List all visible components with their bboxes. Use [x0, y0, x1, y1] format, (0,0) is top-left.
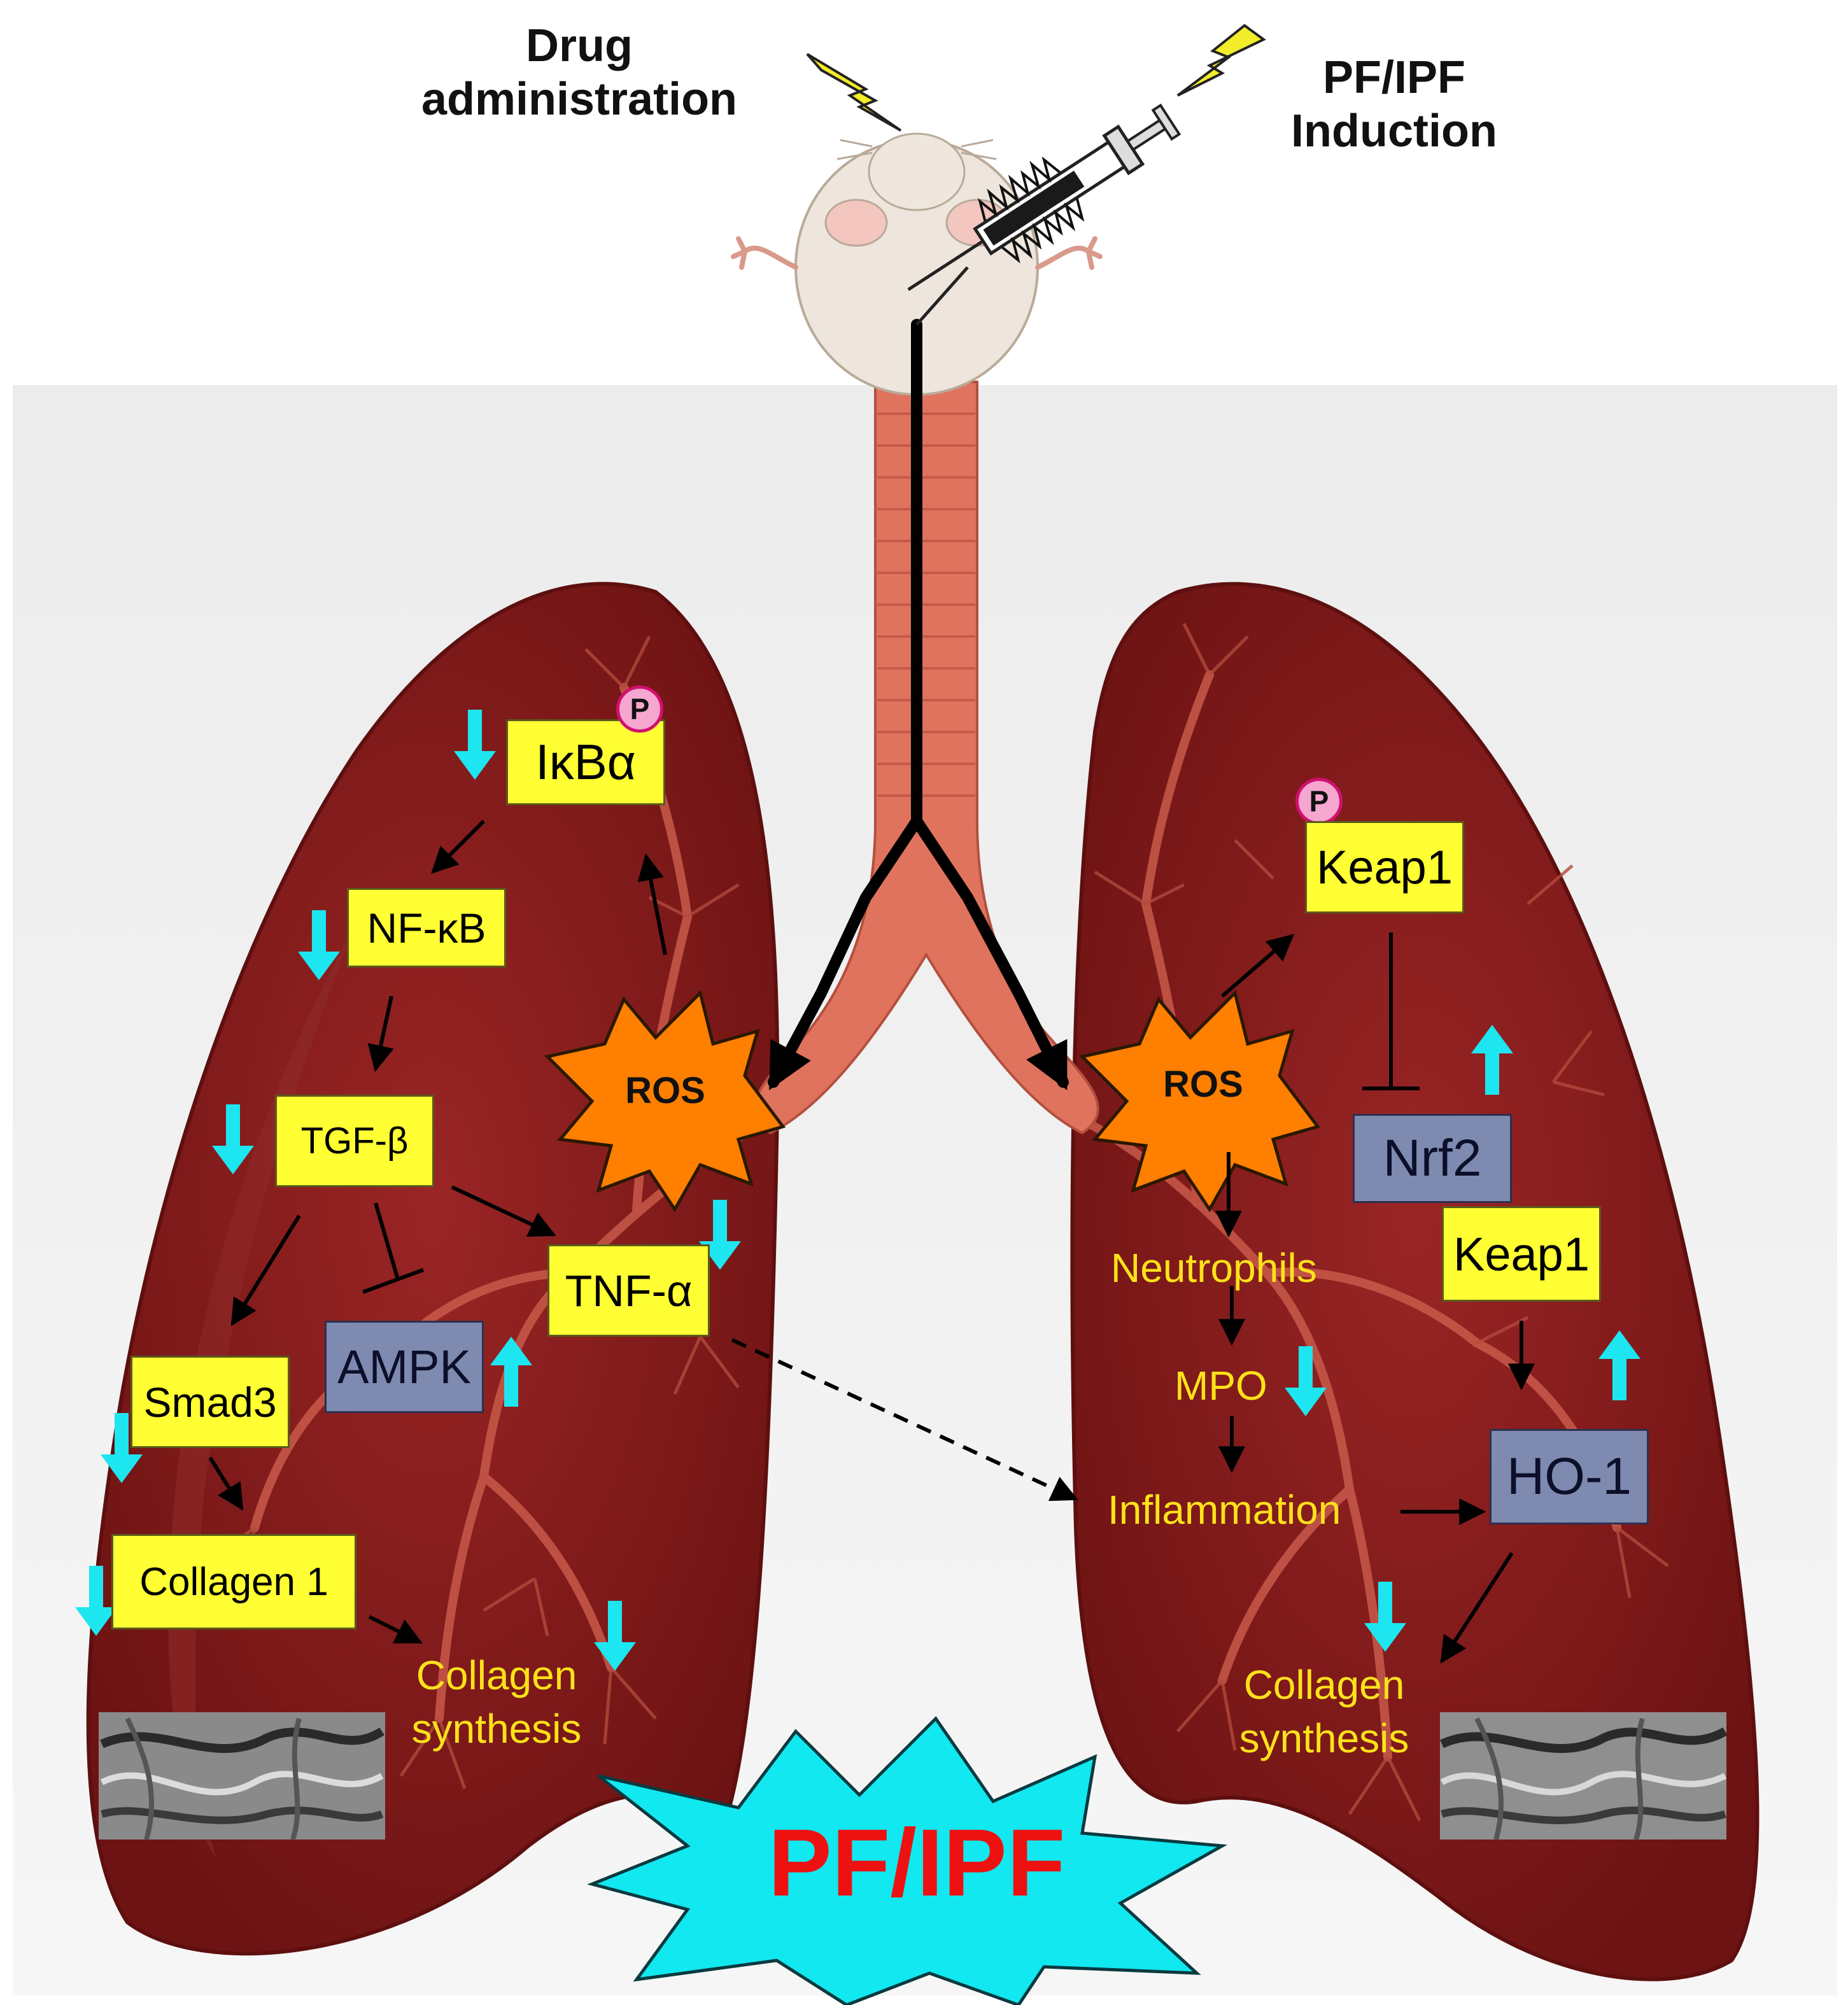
nfkb-box: NF-κB [347, 888, 506, 967]
down-arrow-icon [298, 910, 340, 980]
down-arrow-icon [594, 1601, 636, 1671]
ikba-box: IκBα [506, 719, 665, 805]
syringe-icon [907, 103, 1181, 292]
collagen-synthesis-right: Collagen synthesis [1203, 1658, 1445, 1765]
drug-administration-label: Drug administration [356, 19, 802, 126]
header-right-line1: PF/IPF [1322, 52, 1465, 103]
left-pathway-arrows [208, 819, 1078, 1644]
mpo-label: MPO [1174, 1363, 1267, 1409]
ampk-box: AMPK [325, 1321, 484, 1413]
keap1-top-box: Keap1 [1305, 821, 1464, 913]
down-arrow-icon [1364, 1582, 1406, 1652]
right-pathway-arrows [1215, 934, 1535, 1664]
keap1-inhibits-nrf2 [1362, 932, 1420, 1090]
pfipf-induction-label: PF/IPF Induction [1210, 51, 1579, 158]
lightning-icon [806, 53, 902, 132]
down-arrow-icon [1285, 1346, 1327, 1416]
tgfb-inhibits-ampk [362, 1202, 425, 1294]
histology-image-left [99, 1712, 385, 1841]
down-arrow-icon [75, 1566, 117, 1636]
collagen-synthesis-left-line1: Collagen [416, 1652, 577, 1698]
up-arrow-icon [1598, 1330, 1640, 1400]
tnfa-box: TNF-α [547, 1244, 710, 1337]
collagen-synthesis-right-line1: Collagen [1243, 1662, 1405, 1708]
ros-label-left: ROS [625, 1070, 705, 1111]
right-bronchial-twigs [1094, 623, 1669, 1822]
collagen1-box: Collagen 1 [111, 1534, 356, 1629]
neutrophils-label: Neutrophils [1111, 1245, 1317, 1291]
phospho-badge-icon: P [616, 686, 663, 733]
inflammation-label: Inflammation [1108, 1487, 1341, 1533]
trachea-rings [877, 412, 975, 797]
smad3-box: Smad3 [130, 1356, 290, 1448]
pfipf-outcome-label: PF/IPF [768, 1809, 1066, 1916]
down-arrow-icon [101, 1413, 143, 1483]
ros-burst-left [544, 990, 786, 1213]
down-arrow-icon [212, 1104, 254, 1174]
lightning-icon [1176, 24, 1266, 97]
right-bronchial-tree [1065, 670, 1621, 1761]
histology-image-right [1440, 1712, 1728, 1841]
ros-label-right: ROS [1163, 1064, 1243, 1105]
keap1-box: Keap1 [1442, 1206, 1601, 1302]
up-arrow-icon [490, 1337, 532, 1407]
induction-path [768, 319, 1069, 1090]
header-left-line1: Drug [526, 20, 633, 71]
up-arrow-icon [1471, 1025, 1513, 1095]
down-arrow-icon [454, 710, 496, 780]
ho1-box: HO-1 [1490, 1429, 1649, 1524]
left-bronchial-twigs [202, 635, 740, 1789]
pfipf-burst [587, 1716, 1228, 2005]
syringe-needle-line [915, 266, 969, 326]
collagen-synthesis-left: Collagen synthesis [382, 1649, 611, 1755]
collagen-synthesis-left-line2: synthesis [411, 1706, 582, 1752]
nrf2-box: Nrf2 [1353, 1114, 1512, 1203]
mouse-icon [731, 132, 1103, 396]
collagen-synthesis-right-line2: synthesis [1239, 1715, 1409, 1761]
header-right-line2: Induction [1291, 106, 1497, 157]
header-left-line2: administration [421, 74, 738, 125]
tgfb-box: TGF-β [275, 1095, 434, 1187]
phospho-badge-icon: P [1295, 778, 1343, 825]
ros-burst-right [1079, 990, 1321, 1213]
